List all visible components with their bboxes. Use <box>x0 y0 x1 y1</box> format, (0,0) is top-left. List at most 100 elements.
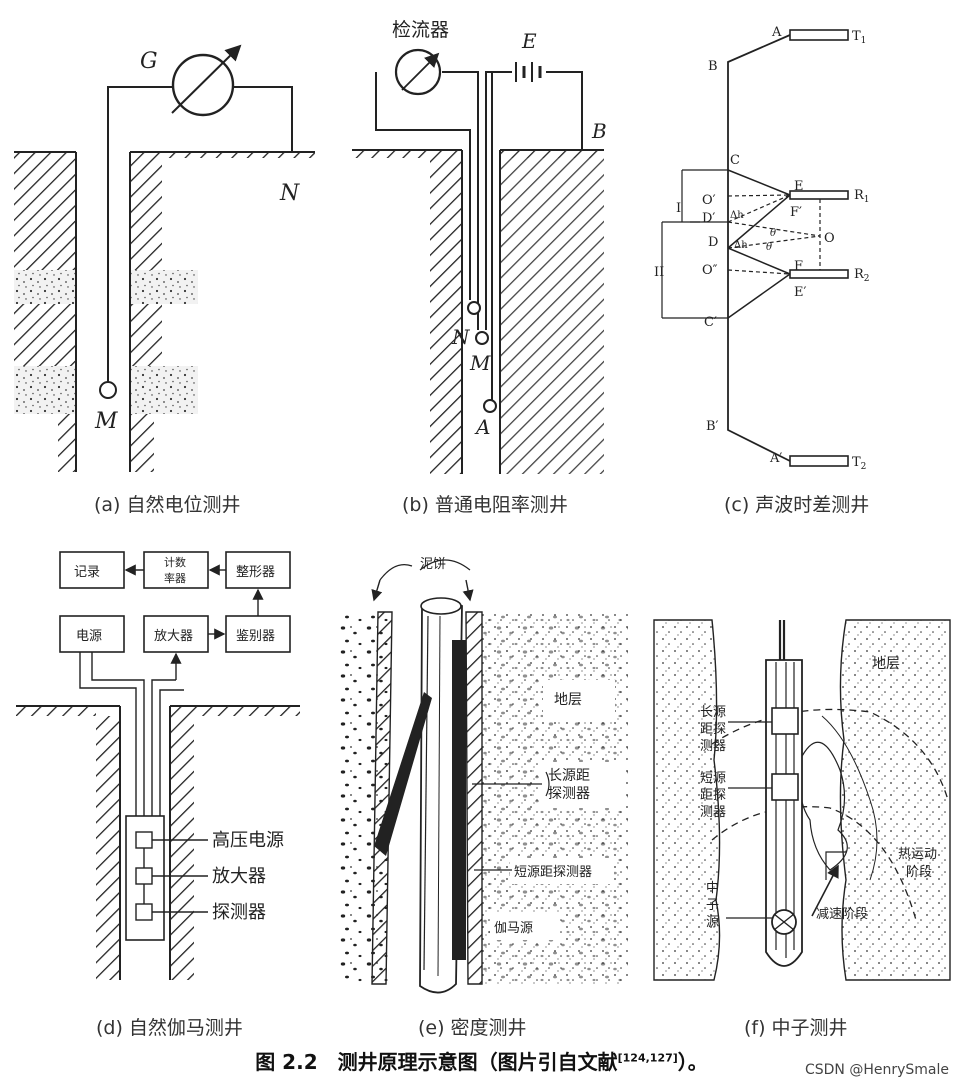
label-o1: O′ <box>702 193 716 208</box>
label-hv-power: 高压电源 <box>212 830 284 851</box>
left-hatch-middle <box>14 304 76 366</box>
label-long-detector-1: 长源距 <box>548 768 590 784</box>
label-formation: 地层 <box>554 692 582 708</box>
box-counter <box>143 551 209 589</box>
label-n: N <box>451 325 471 349</box>
electrode-m <box>99 381 117 399</box>
label-m: M <box>94 409 118 434</box>
label-record: 记录 <box>74 565 100 580</box>
transmitter-t1 <box>789 29 849 41</box>
label-counter-2: 率器 <box>164 571 186 585</box>
label-b1: B′ <box>706 419 719 434</box>
electrode-a <box>483 399 497 413</box>
label-theta2: θ <box>766 242 772 253</box>
label-r1: R1 <box>854 188 870 205</box>
label-f: F <box>794 259 803 274</box>
label-mudcake: 泥饼 <box>420 557 446 572</box>
left-hatch-wall <box>96 716 120 980</box>
label-short-1: 短源 <box>700 771 726 786</box>
label-counter-1: 计数 <box>164 556 186 569</box>
label-e: E <box>521 29 537 53</box>
label-o: O <box>824 231 835 246</box>
label-short-detector: 短源距探测器 <box>514 865 592 880</box>
left-hatch-upper <box>14 152 76 270</box>
figure-title-prefix: 图 2.2 测井原理示意图（图片引自文献 <box>255 1050 618 1074</box>
figure-title: 图 2.2 测井原理示意图（图片引自文献[124,127]）。 <box>0 1046 963 1075</box>
right-hatch-upper <box>130 152 315 158</box>
panel-e-density: 泥饼 地层 长源距 探测器 短源距探测器 伽马源 <box>340 557 628 994</box>
label-theta1: θ <box>770 228 776 239</box>
galvanometer <box>394 48 442 96</box>
panel-a-spontaneous-potential: G N M <box>14 44 315 472</box>
label-i: I <box>676 201 681 216</box>
caption-d: (d) 自然伽马测井 <box>96 1017 243 1039</box>
left-hatch <box>16 706 96 716</box>
label-t2: T2 <box>852 455 866 472</box>
caption-a: (a) 自然电位测井 <box>94 494 241 516</box>
label-e1: E′ <box>794 285 806 300</box>
label-short-2: 距探 <box>700 788 726 803</box>
label-shaper: 整形器 <box>236 565 275 580</box>
label-e: E <box>794 179 804 194</box>
label-ii: II <box>654 265 664 280</box>
caption-c: (c) 声波时差测井 <box>724 494 870 516</box>
label-long-2: 距探 <box>700 722 726 737</box>
label-b: B <box>591 119 607 143</box>
label-detector: 探测器 <box>212 902 266 923</box>
label-dh2: Δh <box>734 240 748 251</box>
label-amp: 放大器 <box>212 866 266 887</box>
label-r2: R2 <box>854 267 870 284</box>
label-galvanometer: 检流器 <box>392 19 449 41</box>
panel-c-acoustic: A T1 B C E R1 O′ I D′ Δh F′ θ D Δh θ O I… <box>654 25 870 472</box>
right-hatch <box>500 150 604 158</box>
label-formation: 地层 <box>872 656 900 672</box>
label-d1: D′ <box>702 211 715 226</box>
transmitter-t2 <box>789 455 849 467</box>
label-neutron-1: 中 <box>706 881 719 896</box>
label-a: A <box>474 415 490 439</box>
label-long-detector-2: 探测器 <box>548 786 590 802</box>
box-discriminator <box>225 615 291 653</box>
right-sand-layer-1 <box>130 270 198 304</box>
ground-wire <box>234 86 293 152</box>
left-hatch-lower <box>58 414 76 472</box>
mudcake-right <box>465 611 483 985</box>
label-long-3: 测器 <box>700 739 726 754</box>
hv-power-block <box>135 831 153 849</box>
decentralizer-arm <box>374 692 432 856</box>
watermark: CSDN @HenrySmale <box>804 1062 949 1078</box>
label-c: C <box>730 153 740 168</box>
box-power <box>59 615 125 653</box>
right-hatch-middle <box>130 304 162 366</box>
left-sand-layer-1 <box>14 270 76 304</box>
neutron-sonde <box>765 659 803 967</box>
label-b: B <box>708 59 718 74</box>
formation-right <box>839 619 951 981</box>
amp-block <box>135 867 153 885</box>
left-hatch <box>352 150 462 158</box>
label-gamma-source: 伽马源 <box>494 921 533 936</box>
electrode-n <box>467 301 481 315</box>
right-hatch-lower <box>130 414 154 472</box>
label-d: D <box>708 235 718 250</box>
label-n: N <box>279 181 300 206</box>
long-spacing-detector <box>771 707 799 735</box>
label-power: 电源 <box>76 629 102 644</box>
label-g: G <box>140 49 158 74</box>
right-sand-layer-2 <box>130 366 198 414</box>
left-hatch-wall <box>430 158 462 474</box>
right-hatch-wall <box>500 158 604 474</box>
label-o2: O″ <box>702 263 718 278</box>
label-a: A <box>771 25 782 40</box>
label-a1: A′ <box>769 451 782 466</box>
electrode-m <box>475 331 489 345</box>
label-amplifier: 放大器 <box>154 629 193 644</box>
label-t1: T1 <box>852 29 866 46</box>
galvanometer-g <box>171 53 235 117</box>
short-spacing-detector <box>771 773 799 801</box>
label-thermal-2: 阶段 <box>906 865 932 880</box>
label-thermal-1: 热运动 <box>898 847 937 862</box>
left-sand-layer-2 <box>14 366 76 414</box>
figure-title-ref: [124,127] <box>617 1051 678 1065</box>
